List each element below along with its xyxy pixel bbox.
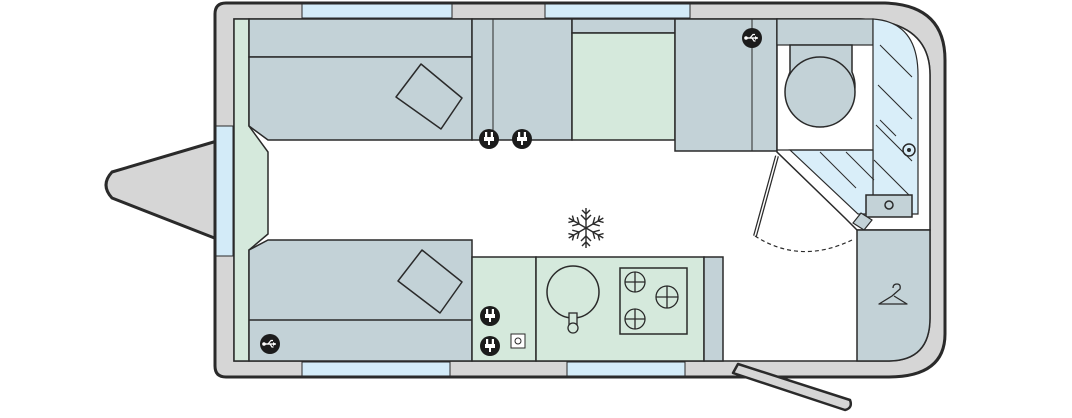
- window-top-left: [301, 3, 453, 19]
- shower-drain-icon: [902, 143, 916, 157]
- washbasin-icon: [865, 194, 913, 218]
- switch-dot: [514, 337, 522, 345]
- sockets-group: [479, 129, 532, 356]
- cushion-icon: [395, 63, 463, 130]
- toilet-bowl: [784, 56, 856, 128]
- drain-centre: [907, 148, 911, 152]
- coat-hanger-icon: [878, 283, 908, 305]
- kitchen-end-panel: [703, 256, 724, 362]
- washroom-shelf: [776, 18, 874, 46]
- door-swing-arc: [754, 235, 853, 253]
- hob-icon: [619, 267, 688, 335]
- tow-hitch: [104, 139, 219, 241]
- sink-icon: [546, 265, 600, 319]
- hob-burners: [624, 271, 679, 330]
- window-top-right: [544, 3, 691, 19]
- snowflake-icon: [568, 208, 604, 248]
- usb-socket-icon: [260, 334, 280, 354]
- power-socket-icon: [480, 336, 500, 356]
- entrance-door: [731, 362, 853, 412]
- front-seat-bottom: [248, 239, 473, 362]
- washbasin-tap: [852, 212, 873, 231]
- top-cabinet: [571, 32, 676, 141]
- small-switch-icon: [510, 333, 526, 349]
- power-socket-icon: [479, 129, 499, 149]
- front-seat-top-backrest: [248, 18, 473, 58]
- washbasin-plug: [884, 200, 894, 210]
- power-socket-icon: [512, 129, 532, 149]
- window-bottom-right: [566, 361, 686, 377]
- washroom-door-highlight: [754, 155, 778, 237]
- top-wardrobe: [471, 18, 573, 141]
- shower-tray: [872, 18, 919, 215]
- front-seat-top: [248, 56, 473, 141]
- usb-socket-icon: [742, 28, 762, 48]
- sink-tap-head: [567, 322, 579, 334]
- cushion-icon: [397, 249, 463, 314]
- window-bottom-left: [301, 361, 451, 377]
- power-socket-icon: [480, 306, 500, 326]
- window-front: [215, 125, 234, 257]
- usb-group: [260, 28, 762, 354]
- top-cabinet-frame: [571, 18, 676, 34]
